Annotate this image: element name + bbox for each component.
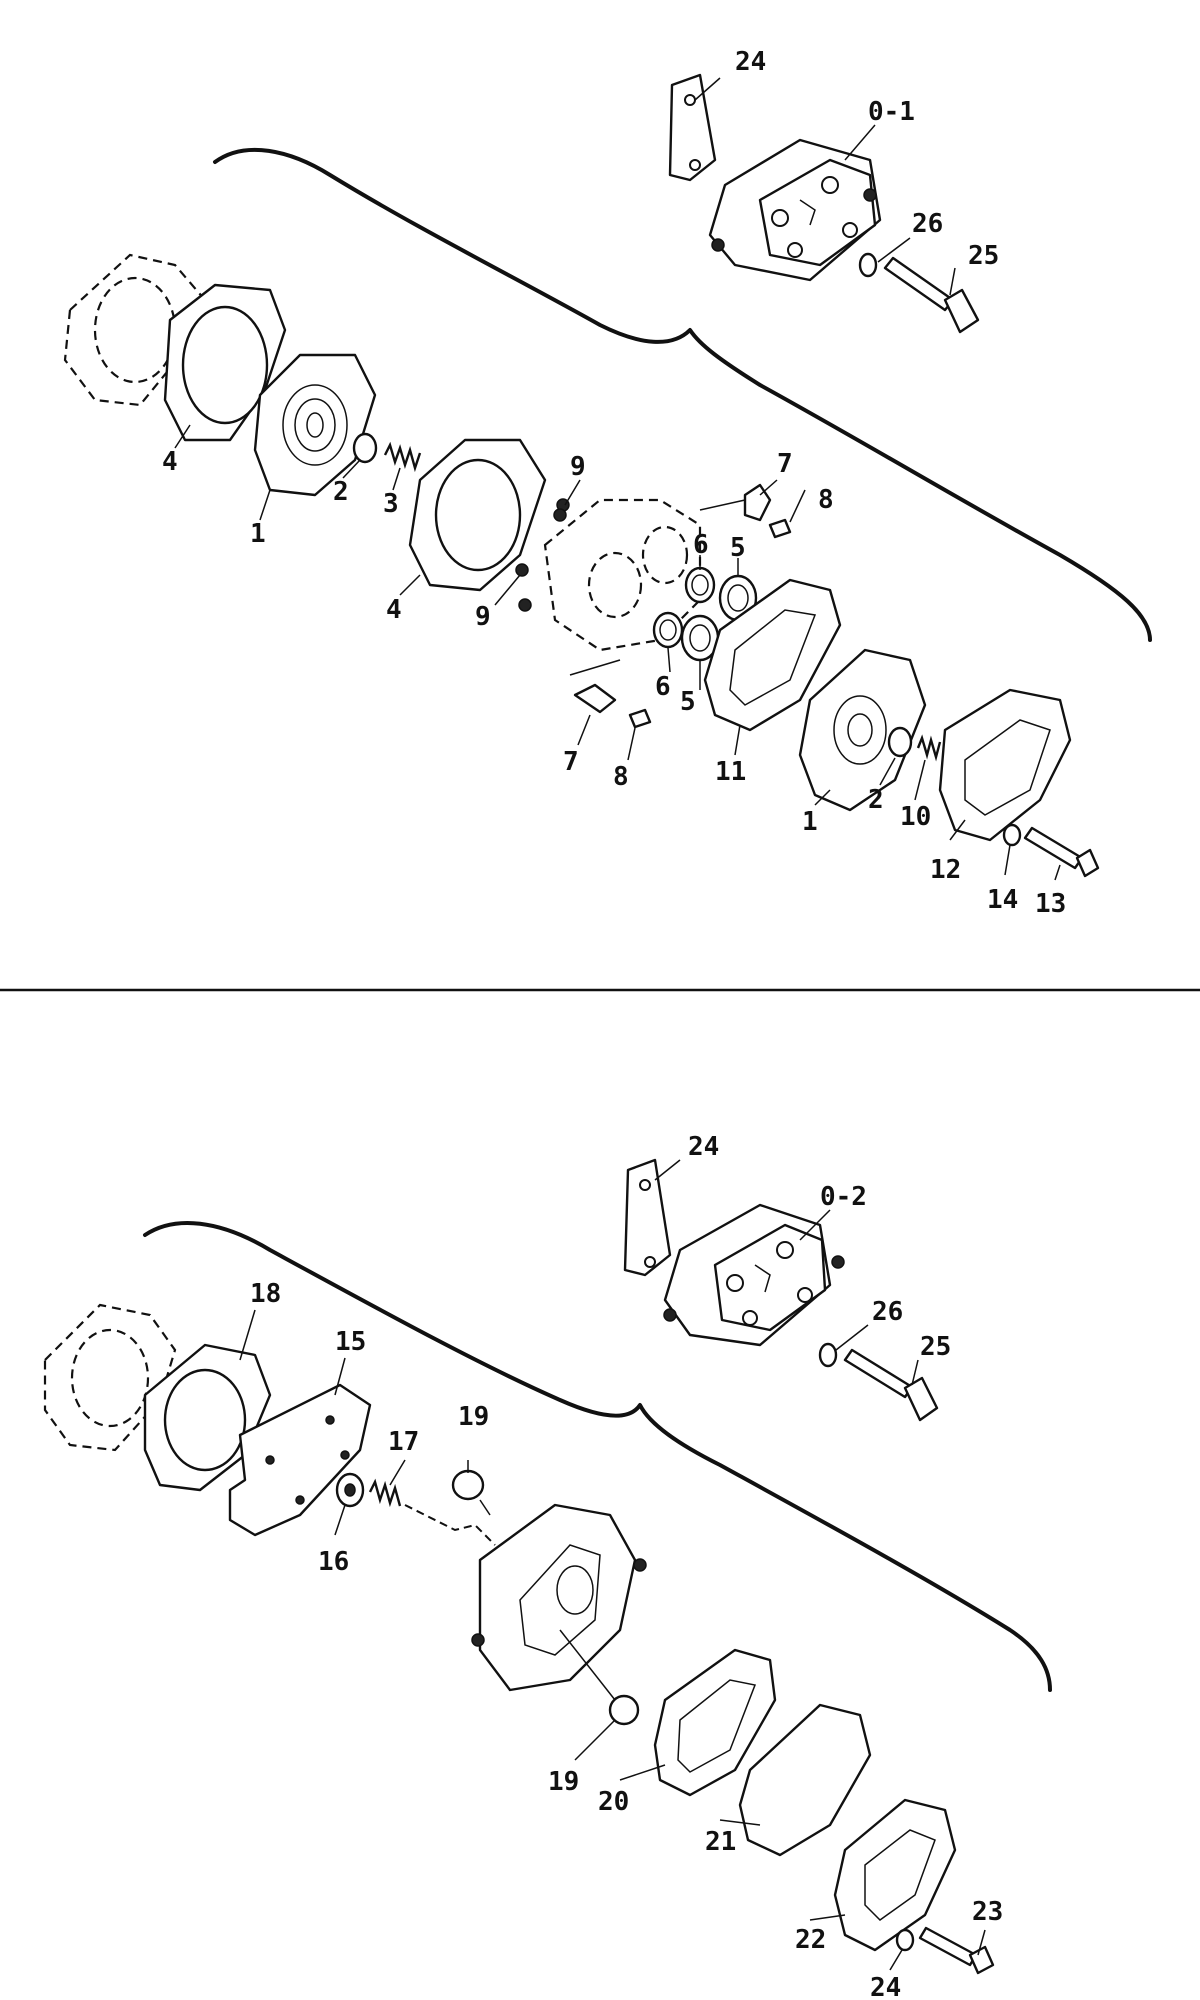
lower-screw-23 [918, 1926, 978, 1967]
callout-lower-18: 18 [250, 1279, 281, 1309]
lower-valve-19b [608, 1694, 640, 1726]
lower-assembly: 24 0-2 26 25 18 15 17 19 16 19 20 21 22 … [43, 1132, 1052, 2000]
lower-washer-26 [818, 1342, 838, 1368]
callout-upper-4a: 4 [162, 447, 178, 477]
upper-screw-8b [628, 708, 652, 729]
upper-check-valve-2a [352, 432, 378, 464]
callout-upper-1a: 1 [250, 519, 266, 549]
callout-upper-6b: 6 [655, 672, 671, 702]
lower-washer-24 [895, 1928, 915, 1952]
callout-upper-8b: 8 [613, 762, 629, 792]
lower-bolt-25 [843, 1348, 939, 1422]
callout-upper-0-1: 0-1 [868, 97, 915, 127]
callout-lower-15: 15 [335, 1327, 366, 1357]
upper-assembled-pump [708, 138, 882, 282]
callout-upper-5a: 5 [730, 533, 746, 563]
callout-lower-19a: 19 [458, 1402, 489, 1432]
upper-screw-13 [1023, 826, 1084, 870]
upper-assembly: 24 0-1 26 25 4 1 2 3 4 9 9 7 8 6 5 6 5 7… [63, 47, 1152, 919]
lower-spring-17 [368, 1478, 402, 1508]
callout-upper-8a: 8 [818, 485, 834, 515]
upper-callouts: 24 0-1 26 25 4 1 2 3 4 9 9 7 8 6 5 6 5 7… [162, 47, 1066, 919]
callout-upper-25: 25 [968, 241, 999, 271]
callout-upper-26: 26 [912, 209, 943, 239]
callout-upper-9b: 9 [475, 602, 491, 632]
callout-lower-24b: 24 [870, 1973, 901, 2000]
callout-upper-6a: 6 [693, 530, 709, 560]
callout-upper-7b: 7 [563, 747, 579, 777]
callout-lower-19b: 19 [548, 1767, 579, 1797]
callout-lower-0-2: 0-2 [820, 1182, 867, 1212]
lower-brace [143, 1221, 1052, 1692]
callout-lower-25: 25 [920, 1332, 951, 1362]
upper-cover-12 [938, 688, 1072, 842]
callout-upper-12: 12 [930, 855, 961, 885]
callout-upper-14: 14 [987, 885, 1018, 915]
callout-upper-7a: 7 [777, 449, 793, 479]
upper-valve-6b [652, 611, 684, 649]
callout-lower-22: 22 [795, 1925, 826, 1955]
lower-plate-15 [228, 1383, 372, 1537]
callout-upper-4b: 4 [386, 595, 402, 625]
lower-plate-21 [738, 1703, 872, 1857]
lower-assembled-pump [663, 1203, 845, 1347]
upper-nut-9b [515, 563, 529, 577]
callout-lower-20: 20 [598, 1787, 629, 1817]
lower-cover-22 [833, 1798, 957, 1952]
upper-diaphragm-1a [253, 353, 377, 497]
upper-spring-10 [916, 734, 942, 762]
upper-washer-26 [858, 252, 878, 278]
upper-nut-9a [553, 508, 567, 522]
callout-lower-16: 16 [318, 1547, 349, 1577]
callout-lower-23: 23 [972, 1897, 1003, 1927]
callout-upper-3: 3 [383, 489, 399, 519]
callout-lower-26: 26 [872, 1297, 903, 1327]
callout-lower-24: 24 [688, 1132, 719, 1162]
lower-plate-24 [623, 1158, 672, 1277]
callout-upper-5b: 5 [680, 687, 696, 717]
lower-leader-lines [239, 1159, 986, 1971]
upper-check-valve-2b [887, 726, 913, 758]
lower-gasket-20 [653, 1648, 777, 1797]
callout-upper-2b: 2 [868, 785, 884, 815]
lower-mounting-flange [43, 1303, 177, 1452]
callout-upper-10: 10 [900, 802, 931, 832]
callout-lower-21: 21 [705, 1827, 736, 1857]
callout-upper-24: 24 [735, 47, 766, 77]
upper-washer-14 [1002, 823, 1022, 847]
upper-retainer-7b [573, 683, 617, 714]
upper-plate-24 [668, 73, 717, 182]
callout-upper-13: 13 [1035, 889, 1066, 919]
callout-upper-1b: 1 [802, 807, 818, 837]
upper-gasket-11 [703, 578, 842, 732]
upper-valve-6a [684, 566, 716, 604]
upper-diaphragm-1b [798, 648, 927, 812]
upper-leader-lines [174, 77, 1061, 881]
upper-brace [213, 147, 1152, 642]
upper-bolt-25 [883, 256, 980, 334]
callout-upper-9a: 9 [570, 452, 586, 482]
upper-screw-8a [768, 518, 792, 539]
callout-upper-11: 11 [715, 757, 746, 787]
lower-valve-19a [451, 1469, 485, 1501]
callout-upper-2a: 2 [333, 477, 349, 507]
callout-lower-17: 17 [388, 1427, 419, 1457]
upper-pump-body [543, 498, 702, 652]
lower-callouts: 24 0-2 26 25 18 15 17 19 16 19 20 21 22 … [250, 1132, 1003, 2000]
upper-retainer-7a [743, 483, 772, 522]
upper-spring-3 [383, 441, 422, 473]
